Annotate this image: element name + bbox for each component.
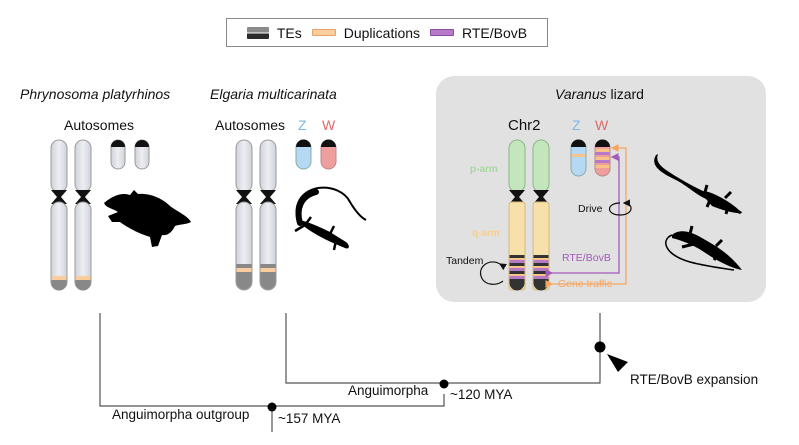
legend: TEs Duplications RTE/BovB — [226, 18, 548, 47]
elgaria-chromosome-2 — [259, 139, 277, 291]
varanus-z-label: Z — [572, 117, 581, 133]
elgaria-autosomes-label: Autosomes — [215, 117, 286, 133]
p-arm-label: p-arm — [470, 164, 498, 175]
phrynosoma-chromosome-1 — [50, 139, 68, 291]
legend-label: Duplications — [343, 24, 421, 41]
rte-bovb-expansion-label: RTE/BovB expansion — [630, 372, 759, 387]
tes-swatch-icon — [246, 26, 269, 39]
varanus-genus: Varanus — [555, 86, 607, 102]
q-arm-label: q-arm — [472, 228, 500, 239]
varanus-chr2-label: Chr2 — [508, 117, 541, 134]
elgaria-z-chromosome — [295, 139, 312, 170]
rte-bovb-arrow — [545, 153, 620, 277]
phrynosoma-chromosome-2 — [74, 139, 92, 291]
gene-traffic-arrow — [545, 144, 627, 288]
alligator-lizard-silhouette-icon — [294, 186, 367, 251]
rte-bovb-swatch-icon — [430, 29, 455, 36]
tandem-label: Tandem — [446, 255, 484, 267]
varanus-species-title: Varanus lizard — [555, 86, 644, 102]
tandem-cycle-icon — [479, 261, 507, 285]
outgroup-label: Anguimorpha outgroup — [112, 407, 250, 422]
horned-lizard-silhouette-icon — [104, 190, 191, 247]
outgroup-age: ~157 MYA — [278, 411, 341, 426]
legend-item-tes: TEs — [246, 24, 302, 41]
varanus-common: lizard — [606, 86, 644, 102]
legend-item-rte-bovb: RTE/BovB — [430, 25, 527, 41]
phylogeny-tree — [99, 313, 601, 432]
varanus-z-chromosome — [570, 139, 587, 177]
phrynosoma-species-title: Phrynosoma platyrhinos — [20, 86, 171, 102]
varanus-chr2-chromosome-2 — [532, 139, 550, 291]
varanus-w-label: W — [595, 117, 609, 133]
duplications-swatch-icon — [311, 29, 336, 36]
elgaria-w-label: W — [322, 117, 336, 133]
phrynosoma-microchromosomes — [110, 139, 150, 170]
elgaria-chromosome-1 — [235, 139, 253, 291]
legend-item-duplications: Duplications — [311, 24, 421, 41]
rte-bovb-expansion-arrowhead-icon — [607, 354, 628, 372]
elgaria-z-label: Z — [298, 117, 307, 133]
legend-label: RTE/BovB — [462, 24, 528, 41]
varanus-chr2-chromosome-1 — [508, 139, 526, 291]
outgroup-node — [267, 402, 277, 412]
drive-cycle-icon — [608, 199, 632, 216]
elgaria-w-chromosome — [320, 139, 337, 170]
phrynosoma-autosomes-label: Autosomes — [64, 117, 135, 133]
elgaria-species-title: Elgaria multicarinata — [210, 86, 337, 102]
legend-label: TEs — [276, 24, 302, 41]
anguimorpha-node — [439, 379, 449, 389]
rte-bovb-expansion-node — [594, 341, 606, 353]
monitor-lizard-silhouettes-icon — [654, 154, 742, 271]
anguimorpha-age: ~120 MYA — [450, 387, 513, 402]
varanus-w-chromosome — [594, 139, 611, 177]
anguimorpha-label: Anguimorpha — [348, 383, 429, 398]
